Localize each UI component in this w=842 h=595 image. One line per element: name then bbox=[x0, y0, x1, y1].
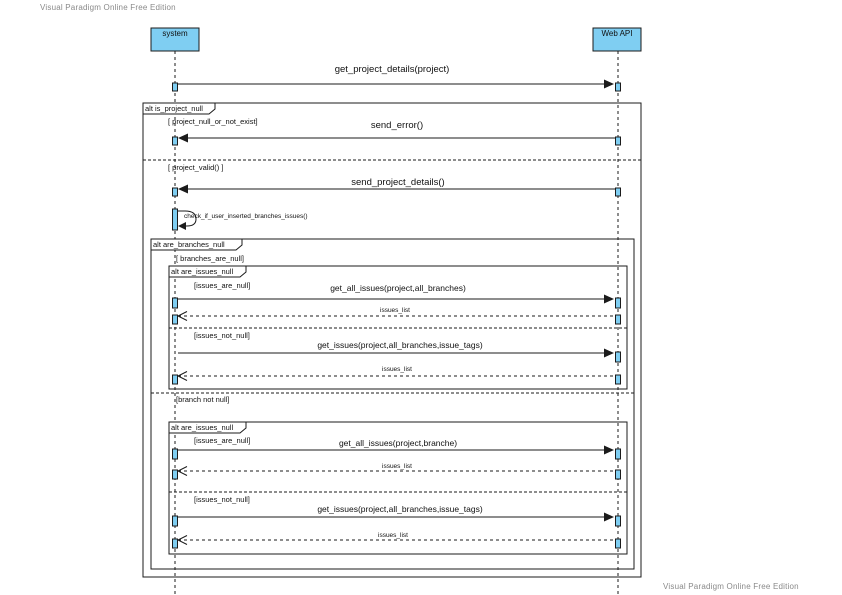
lifeline-system[interactable]: system bbox=[150, 27, 200, 52]
activation-bar bbox=[172, 314, 178, 325]
message-send-project-details[interactable]: send_project_details() bbox=[178, 177, 615, 194]
activation-bar bbox=[615, 538, 621, 549]
message-label: issues_list bbox=[378, 532, 408, 539]
activation-bar bbox=[172, 136, 178, 146]
arrowhead-icon bbox=[604, 512, 614, 522]
alt-frame-issues-b[interactable] bbox=[168, 421, 628, 555]
activation-bar bbox=[172, 82, 178, 92]
arrowhead-icon bbox=[178, 133, 188, 143]
message-label: issues_list bbox=[380, 307, 410, 314]
lifeline-web-api[interactable]: Web API bbox=[592, 27, 642, 52]
activation-bar bbox=[615, 82, 621, 92]
return-issues-list-1[interactable]: issues_list bbox=[176, 307, 615, 321]
guard-project-valid: [ project_valid() ] bbox=[168, 163, 223, 172]
message-label: get_issues(project,all_branches,issue_ta… bbox=[317, 340, 483, 350]
guard-branches-null: [ branches_are_null] bbox=[176, 254, 244, 263]
message-get-issues-2[interactable]: get_issues(project,all_branches,issue_ta… bbox=[178, 504, 614, 522]
message-label: check_if_user_inserted_branches_issues() bbox=[184, 213, 308, 220]
return-issues-list-2[interactable]: issues_list bbox=[176, 366, 615, 381]
alt-frame-issues-b-tab bbox=[168, 421, 247, 434]
alt-frame-outer-tab bbox=[142, 102, 216, 115]
message-get-project-details[interactable]: get_project_details(project) bbox=[178, 64, 614, 89]
guard-issues-b-not-null: [issues_not_null] bbox=[194, 495, 250, 504]
alt-frame-issues-a-label: alt are_issues_null bbox=[171, 267, 233, 276]
activation-bar bbox=[615, 187, 621, 197]
activation-bar bbox=[615, 374, 621, 385]
alt-frame-issues-b-label: alt are_issues_null bbox=[171, 423, 233, 432]
alt-frame-branches[interactable] bbox=[150, 238, 635, 570]
message-get-all-issues-1[interactable]: get_all_issues(project,all_branches) bbox=[178, 283, 614, 304]
guard-project-null: [ project_null_or_not_exist] bbox=[168, 117, 258, 126]
arrowhead-icon bbox=[604, 294, 614, 304]
message-get-all-issues-2[interactable]: get_all_issues(project,branche) bbox=[178, 438, 614, 455]
activation-bar bbox=[615, 136, 621, 146]
alt-frame-outer-label: alt is_project_null bbox=[145, 104, 203, 113]
activation-bar bbox=[172, 297, 178, 309]
activation-bar bbox=[615, 448, 621, 460]
watermark-top: Visual Paradigm Online Free Edition bbox=[40, 3, 176, 12]
arrowhead-icon bbox=[604, 348, 614, 358]
message-label: get_all_issues(project,all_branches) bbox=[330, 283, 466, 293]
activation-bar bbox=[615, 515, 621, 527]
alt-frame-branches-label: alt are_branches_null bbox=[153, 240, 225, 249]
activation-bar bbox=[172, 469, 178, 480]
watermark-bottom: Visual Paradigm Online Free Edition bbox=[663, 582, 799, 591]
activation-bar bbox=[615, 469, 621, 480]
activation-bar bbox=[172, 448, 178, 460]
alt-frame-issues-a-tab bbox=[168, 265, 247, 278]
arrowhead-icon bbox=[178, 184, 188, 194]
message-label: send_project_details() bbox=[351, 177, 444, 188]
arrowhead-icon bbox=[604, 445, 614, 455]
activation-bar bbox=[172, 515, 178, 527]
message-get-issues-1[interactable]: get_issues(project,all_branches,issue_ta… bbox=[178, 340, 614, 358]
activation-bar bbox=[615, 314, 621, 325]
arrowhead-icon bbox=[604, 79, 614, 89]
guard-branch-not-null: [branch not null] bbox=[176, 395, 229, 404]
activation-bar bbox=[615, 297, 621, 309]
lifeline-web-api-head[interactable] bbox=[592, 27, 642, 52]
alt-frame-outer[interactable] bbox=[142, 102, 642, 578]
message-label: get_issues(project,all_branches,issue_ta… bbox=[317, 504, 483, 514]
lifeline-web-api-label: Web API bbox=[602, 29, 633, 38]
alt-frame-branches-tab bbox=[150, 238, 243, 251]
message-label: get_all_issues(project,branche) bbox=[339, 438, 457, 448]
message-self-check[interactable]: check_if_user_inserted_branches_issues() bbox=[172, 208, 308, 231]
message-send-error[interactable]: send_error() bbox=[178, 120, 615, 143]
message-label: get_project_details(project) bbox=[335, 64, 450, 75]
return-issues-list-4[interactable]: issues_list bbox=[176, 532, 615, 545]
activation-bar bbox=[172, 208, 178, 231]
arrowhead-icon bbox=[178, 222, 186, 230]
guard-issues-a-null: [issues_are_null] bbox=[194, 281, 250, 290]
guard-issues-b-null: [issues_are_null] bbox=[194, 436, 250, 445]
message-label: send_error() bbox=[371, 120, 423, 131]
message-label: issues_list bbox=[382, 366, 412, 373]
activation-bar bbox=[172, 374, 178, 385]
return-issues-list-3[interactable]: issues_list bbox=[176, 463, 615, 476]
lifeline-system-label: system bbox=[162, 29, 188, 38]
activation-bar bbox=[615, 351, 621, 363]
activation-bar bbox=[172, 538, 178, 549]
guard-issues-a-not-null: [issues_not_null] bbox=[194, 331, 250, 340]
activation-bar bbox=[172, 187, 178, 197]
message-label: issues_list bbox=[382, 463, 412, 470]
